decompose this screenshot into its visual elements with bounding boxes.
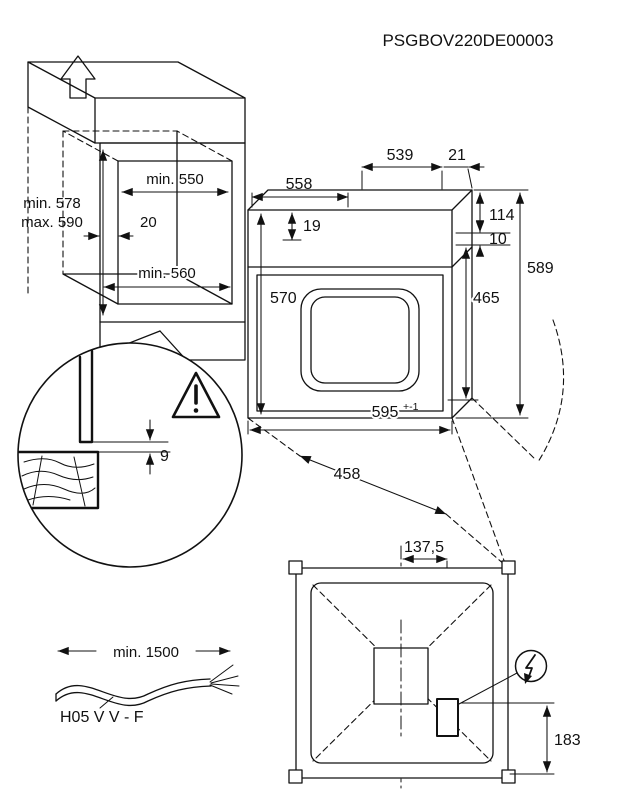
dim-label-114: 114 (489, 207, 515, 224)
dim-label-570: 570 (270, 290, 297, 307)
dim-label-9: 9 (160, 448, 169, 465)
dim-label-10: 10 (489, 231, 507, 248)
detail-circle (17, 342, 243, 568)
dim-label-max-590: max. 590 (21, 214, 83, 231)
cable-type-label: H05 V V - F (60, 709, 144, 726)
wood-grain (21, 455, 96, 507)
dim-label-539: 539 (387, 147, 414, 164)
warning-triangle-icon (171, 371, 221, 419)
detail-callout: 9 (17, 330, 243, 568)
dim-label-589: 589 (527, 260, 554, 277)
dim-label-min-550: min. 550 (146, 171, 204, 188)
oven-window-inner (310, 296, 410, 384)
product-code: PSGBOV220DE00003 (382, 31, 553, 50)
cabinet-drawing: min. 550 min. 578 max. 590 20 min. 560 (21, 55, 246, 361)
up-arrow-icon (60, 55, 96, 99)
oven-drawing: 558 539 21 19 114 10 465 589 570 595 +-1… (247, 147, 565, 698)
dim-line-458 (299, 455, 447, 515)
dim-label-595-tolerance: +-1 (403, 401, 419, 413)
dim-label-595: 595 (372, 404, 399, 421)
cable-line (55, 678, 211, 700)
dim-label-465: 465 (473, 290, 500, 307)
dim-label-min-578: min. 578 (23, 195, 81, 212)
dim-label-20: 20 (140, 214, 157, 231)
door-swing-arc (537, 319, 565, 463)
connection-box (436, 698, 459, 737)
dim-label-458: 458 (334, 466, 361, 483)
dim-label-137-5: 137,5 (404, 539, 444, 556)
cable-drawing: min. 1500 H05 V V - F (55, 644, 240, 726)
dim-label-min-1500: min. 1500 (113, 644, 179, 661)
oven-window-outer (300, 288, 420, 392)
dim-label-183: 183 (554, 732, 581, 749)
wire-ends (209, 664, 240, 695)
power-symbol-icon (514, 649, 548, 684)
dim-label-21: 21 (448, 147, 466, 164)
dim-label-558: 558 (286, 176, 313, 193)
dim-label-19: 19 (303, 218, 321, 235)
dim-label-min-560: min. 560 (138, 265, 196, 282)
top-view-drawing: 137,5 183 (288, 539, 581, 789)
